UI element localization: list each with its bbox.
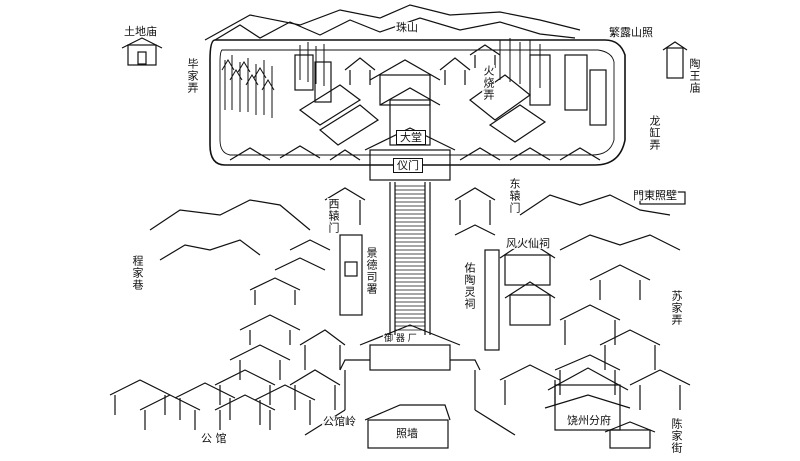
label-raozhoufenfu: 饶州分府 bbox=[566, 414, 612, 427]
left-buildings bbox=[294, 54, 380, 146]
right-hillside bbox=[499, 194, 691, 410]
label-fenghuoxianci: 风火仙祠 bbox=[505, 237, 551, 250]
front-gate bbox=[339, 324, 481, 410]
left-hillside bbox=[149, 199, 346, 410]
raozhou-office bbox=[544, 367, 656, 449]
compound-wall bbox=[209, 39, 626, 166]
label-jingzhensishu: 景德司署 bbox=[365, 247, 378, 295]
label-huoshaonong: 火烧弄 bbox=[482, 65, 495, 101]
label-longgangnong: 龙缸弄 bbox=[648, 115, 661, 151]
label-youtaolingci: 佑陶灵祠 bbox=[463, 262, 476, 310]
label-jianjiashan: 繁露山照 bbox=[608, 26, 654, 39]
screen-wall bbox=[364, 404, 451, 449]
label-xiyuanmen: 西辕门 bbox=[327, 198, 340, 234]
label-zhushan: 珠山 bbox=[395, 21, 419, 34]
label-yimen: 仪门 bbox=[393, 158, 423, 173]
label-zhaoqiang: 照墙 bbox=[395, 427, 419, 440]
label-tudimiao: 土地庙 bbox=[123, 25, 158, 38]
label-sujianong: 苏家弄 bbox=[670, 290, 683, 326]
west-buildings bbox=[274, 187, 366, 316]
bottom-left-houses bbox=[109, 379, 316, 430]
central-stairway bbox=[389, 182, 431, 335]
compound-roofs bbox=[229, 145, 601, 161]
main-hall bbox=[364, 59, 456, 181]
label-gongguanling: 公馆岭 bbox=[322, 415, 357, 428]
label-dongyuanmen: 东辕门 bbox=[508, 178, 521, 214]
label-chenjiajie: 陈家街 bbox=[670, 418, 683, 454]
label-chengjiaxiang: 程家巷 bbox=[131, 255, 144, 291]
label-taowangmiao: 陶王庙 bbox=[688, 58, 701, 94]
pavilions bbox=[344, 44, 501, 85]
taowang-temple bbox=[662, 41, 688, 79]
gate-plaque: 御 器 厂 bbox=[383, 334, 418, 344]
label-mensouzhao: 門東照壁 bbox=[632, 189, 678, 202]
tree-cluster bbox=[221, 38, 541, 118]
label-datang: 大堂 bbox=[396, 130, 426, 145]
label-bijianong: 毕家弄 bbox=[186, 58, 199, 94]
stair-steps bbox=[395, 185, 425, 331]
mountain-range bbox=[204, 4, 581, 41]
label-gongguan: 公 馆 bbox=[200, 432, 228, 445]
tudi-temple bbox=[121, 37, 163, 66]
